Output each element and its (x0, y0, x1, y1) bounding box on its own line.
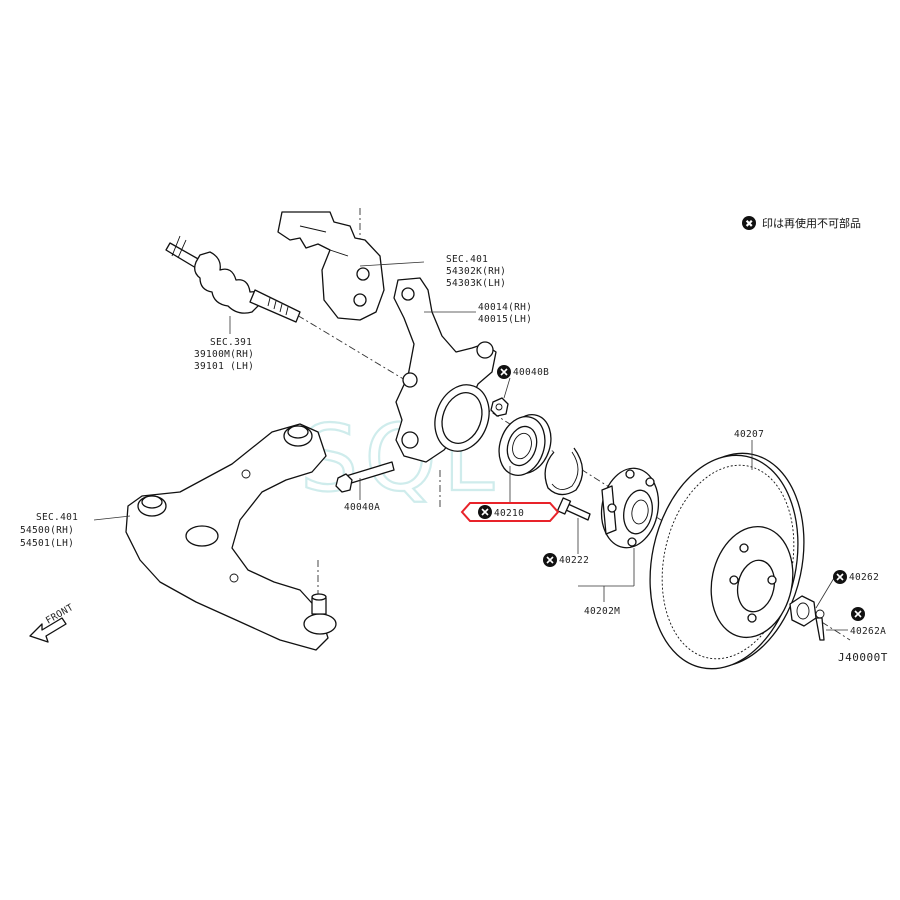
label-40207: 40207 (734, 429, 764, 440)
label-40262a: 40262A (850, 626, 886, 637)
label-40210: 40210 (494, 508, 524, 519)
leader-40040b (503, 377, 511, 399)
drive-shaft (165, 235, 301, 323)
label-54501: 54501(LH) (20, 538, 74, 549)
wheel-bearing-40210 (498, 414, 552, 476)
cotter-pin-40262a (815, 609, 825, 641)
nut-40040b (490, 397, 509, 417)
steering-knuckle (393, 277, 497, 463)
non-reusable-mark-40040b (497, 365, 511, 379)
label-40014: 40014(RH) (478, 302, 532, 313)
label-54500: 54500(RH) (20, 525, 74, 536)
brake-rotor-40207 (649, 452, 805, 670)
label-40262: 40262 (849, 572, 879, 583)
bolt-40040a (335, 461, 395, 493)
non-reusable-mark-40262a (851, 607, 865, 621)
label-40202m: 40202M (584, 606, 620, 617)
leader-sec401-top (359, 261, 425, 267)
label-54302k: 54302K(RH) (446, 266, 506, 277)
front-direction-arrow (29, 617, 67, 643)
hub-bolt-40222 (556, 497, 591, 521)
legend: ✖ 印は再使用不可部品 (742, 216, 861, 230)
snap-ring (544, 447, 584, 496)
non-reusable-mark-40210 (478, 505, 492, 519)
non-reusable-mark-40222 (543, 553, 557, 567)
legend-text: 印は再使用不可部品 (762, 216, 861, 230)
label-sec401-left: SEC.401 (36, 512, 78, 523)
label-54303k: 54303K(LH) (446, 278, 506, 289)
lower-control-arm (125, 423, 337, 651)
label-39100m: 39100M(RH) (194, 349, 254, 360)
label-sec391: SEC.391 (210, 337, 252, 348)
label-40222: 40222 (559, 555, 589, 566)
label-39101: 39101 (LH) (194, 361, 254, 372)
non-reusable-mark-40262 (833, 570, 847, 584)
highlight-outline-40210 (460, 502, 560, 522)
strut-bracket (277, 211, 385, 321)
label-40015: 40015(LH) (478, 314, 532, 325)
non-reusable-mark-icon (742, 216, 756, 230)
axle-nut-40262 (789, 595, 817, 627)
wheel-hub-40202m (600, 467, 660, 549)
label-sec401-top: SEC.401 (446, 254, 488, 265)
label-40040b: 40040B (513, 367, 549, 378)
label-40040a: 40040A (344, 502, 380, 513)
legend-symbol: ✖ (745, 219, 753, 230)
diagram-code: J40000T (838, 651, 888, 664)
leader-40202m (578, 548, 635, 602)
leader-40262 (815, 577, 835, 609)
leader-sec401-left (93, 515, 131, 521)
